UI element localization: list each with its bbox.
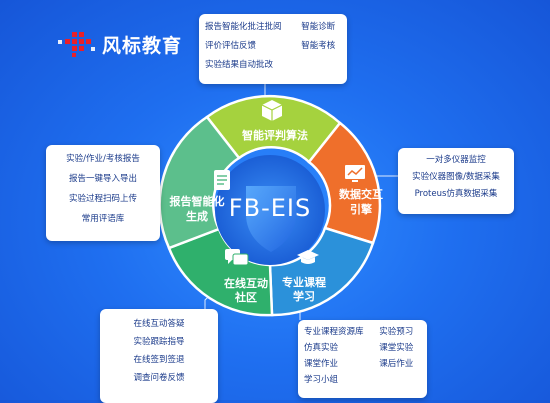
brand-logo: 风标教育 <box>58 30 182 58</box>
callout-item: 一对多仪器监控 <box>426 155 486 165</box>
callout-intelligent-evaluation: 报告智能化批注批阅 智能诊断 评价评估反馈 智能考核 实验结果自动批改 <box>199 14 347 84</box>
callout-item: 仿真实验 <box>304 343 339 353</box>
segment-label-bottom-right-1: 专业课程 <box>282 275 326 289</box>
callout-item: 常用评语库 <box>81 214 125 224</box>
callout-online-community: 在线互动答疑 实验跟踪指导 在线签到签退 调查问卷反馈 <box>100 309 218 403</box>
callout-item: Proteus仿真数据采集 <box>414 189 498 199</box>
segment-label-top: 智能评判算法 <box>242 128 308 142</box>
shield-icon <box>246 186 296 252</box>
segment-label-left-2: 生成 <box>186 209 208 223</box>
ring-segments <box>158 94 382 317</box>
chat-bubbles-icon <box>225 249 249 266</box>
callout-item: 课堂实验 <box>379 343 414 353</box>
callout-item: 实验过程扫码上传 <box>68 194 137 204</box>
segment-label-bottom-left-1: 在线互动 <box>224 276 268 290</box>
callout-item: 在线签到签退 <box>133 355 185 365</box>
callout-course-learning: 专业课程资源库 实验预习 仿真实验 课堂实验 课堂作业 课后作业 学习小组 <box>298 320 427 398</box>
logo-mark-icon <box>58 32 95 57</box>
segment-label-right-2: 引擎 <box>350 202 372 216</box>
center-title: FB-EIS <box>229 194 311 222</box>
callout-item: 实验结果自动批改 <box>205 60 274 70</box>
callout-item: 实验跟踪指导 <box>133 337 185 347</box>
callout-report-generation: 实验/作业/考核报告 报告一键导入导出 实验过程扫码上传 常用评语库 <box>46 145 160 241</box>
callout-item: 专业课程资源库 <box>304 327 364 337</box>
callout-data-engine: 一对多仪器监控 实验仪器图像/数据采集 Proteus仿真数据采集 <box>398 148 514 214</box>
callout-item: 智能考核 <box>301 41 336 51</box>
segment-label-left-1: 报告智能化 <box>170 194 225 208</box>
callout-item: 实验/作业/考核报告 <box>66 154 140 164</box>
chart-screen-icon <box>345 165 365 182</box>
callout-item: 学习小组 <box>304 375 339 385</box>
callout-item: 评价评估反馈 <box>205 41 257 51</box>
report-document-icon <box>214 170 230 190</box>
callout-item: 实验仪器图像/数据采集 <box>412 172 500 182</box>
cube-icon <box>261 100 283 121</box>
segment-label-bottom-left-2: 社区 <box>234 290 257 304</box>
callout-item: 报告一键导入导出 <box>68 174 137 184</box>
brand-name: 风标教育 <box>102 34 183 57</box>
callout-item: 课堂作业 <box>304 359 339 369</box>
graduation-cap-icon <box>297 250 319 264</box>
callout-item: 课后作业 <box>379 359 414 369</box>
segment-label-right-1: 数据交互 <box>339 187 383 201</box>
callout-item: 在线互动答疑 <box>133 319 185 329</box>
callout-item: 报告智能化批注批阅 <box>205 22 282 32</box>
callout-item: 智能诊断 <box>301 22 336 32</box>
callout-item: 实验预习 <box>379 327 414 337</box>
segment-label-bottom-right-2: 学习 <box>293 289 315 303</box>
callout-item: 调查问卷反馈 <box>133 373 185 383</box>
